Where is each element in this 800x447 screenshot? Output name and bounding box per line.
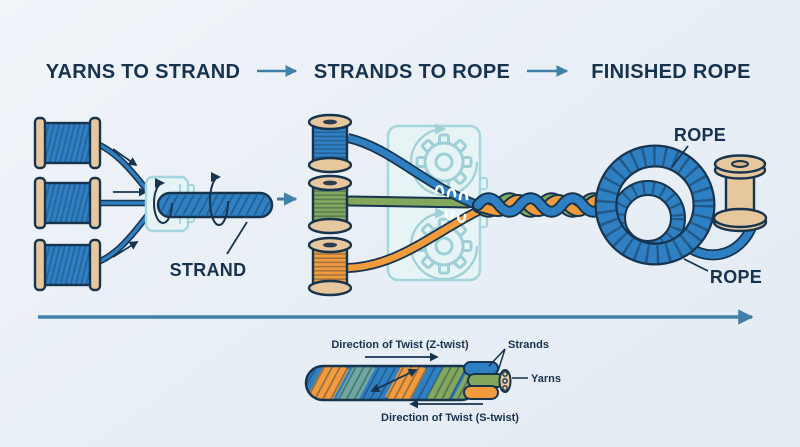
strand-pointer-line (226, 221, 248, 255)
takeup-spool (712, 154, 768, 233)
yarn-spools-blue (33, 116, 102, 292)
rope-label-top: ROPE (674, 125, 726, 145)
stage-headers: YARNS TO STRAND STRANDS TO ROPE FINISHED… (46, 61, 751, 83)
yarns-label: Yarns (531, 373, 561, 385)
up-right-arrow-icon (112, 241, 139, 258)
strands-pointer-line (488, 348, 506, 367)
rotation-arrow-icon (409, 207, 479, 281)
yarn-guide-staples (434, 185, 469, 223)
rotation-arrow-icon (409, 123, 479, 197)
strand-spool-orange (307, 236, 353, 297)
yarn-spool (33, 238, 102, 292)
z-twist-label: Direction of Twist (Z-twist) (331, 339, 469, 351)
strand-spool-green (307, 174, 353, 235)
rotation-arrow-icon (209, 172, 229, 226)
section-finished-rope: ROPE ROPE (594, 125, 768, 287)
strands-label: Strands (508, 339, 549, 351)
strand-end-orange (463, 385, 499, 400)
section-strands-to-rope (307, 113, 612, 297)
yarn-spool (33, 176, 102, 230)
legend-rope (304, 361, 512, 402)
gear-icon (415, 133, 473, 191)
rope-label-bottom: ROPE (710, 267, 762, 287)
braided-rope (472, 192, 612, 218)
strands-pointer-line (497, 348, 506, 372)
section-yarns-to-strand: STRAND (33, 116, 298, 292)
yarn-feed-lines (93, 139, 157, 267)
strand-label: STRAND (170, 260, 247, 280)
twist-direction-arrow-icon (370, 369, 418, 392)
rotation-arrow-icon (153, 178, 173, 224)
rope-pointer-line (671, 145, 689, 168)
stage-title-finished-rope: FINISHED ROPE (591, 61, 750, 83)
down-right-arrow-icon (112, 148, 138, 167)
rope-pointer-line (683, 258, 709, 272)
feed-direction-arrows (112, 148, 148, 258)
twisted-strand (156, 191, 274, 219)
stage-title-yarns-to-strand: YARNS TO STRAND (46, 61, 241, 83)
yarn-spool (33, 116, 102, 170)
rope-coil (594, 144, 716, 266)
s-twist-label: Direction of Twist (S-twist) (381, 412, 519, 424)
strand-spool-blue (307, 113, 353, 174)
twist-legend: Direction of Twist (Z-twist) (304, 339, 561, 424)
stage-title-strands-to-rope: STRANDS TO ROPE (314, 61, 510, 83)
strand-spools (307, 113, 353, 297)
